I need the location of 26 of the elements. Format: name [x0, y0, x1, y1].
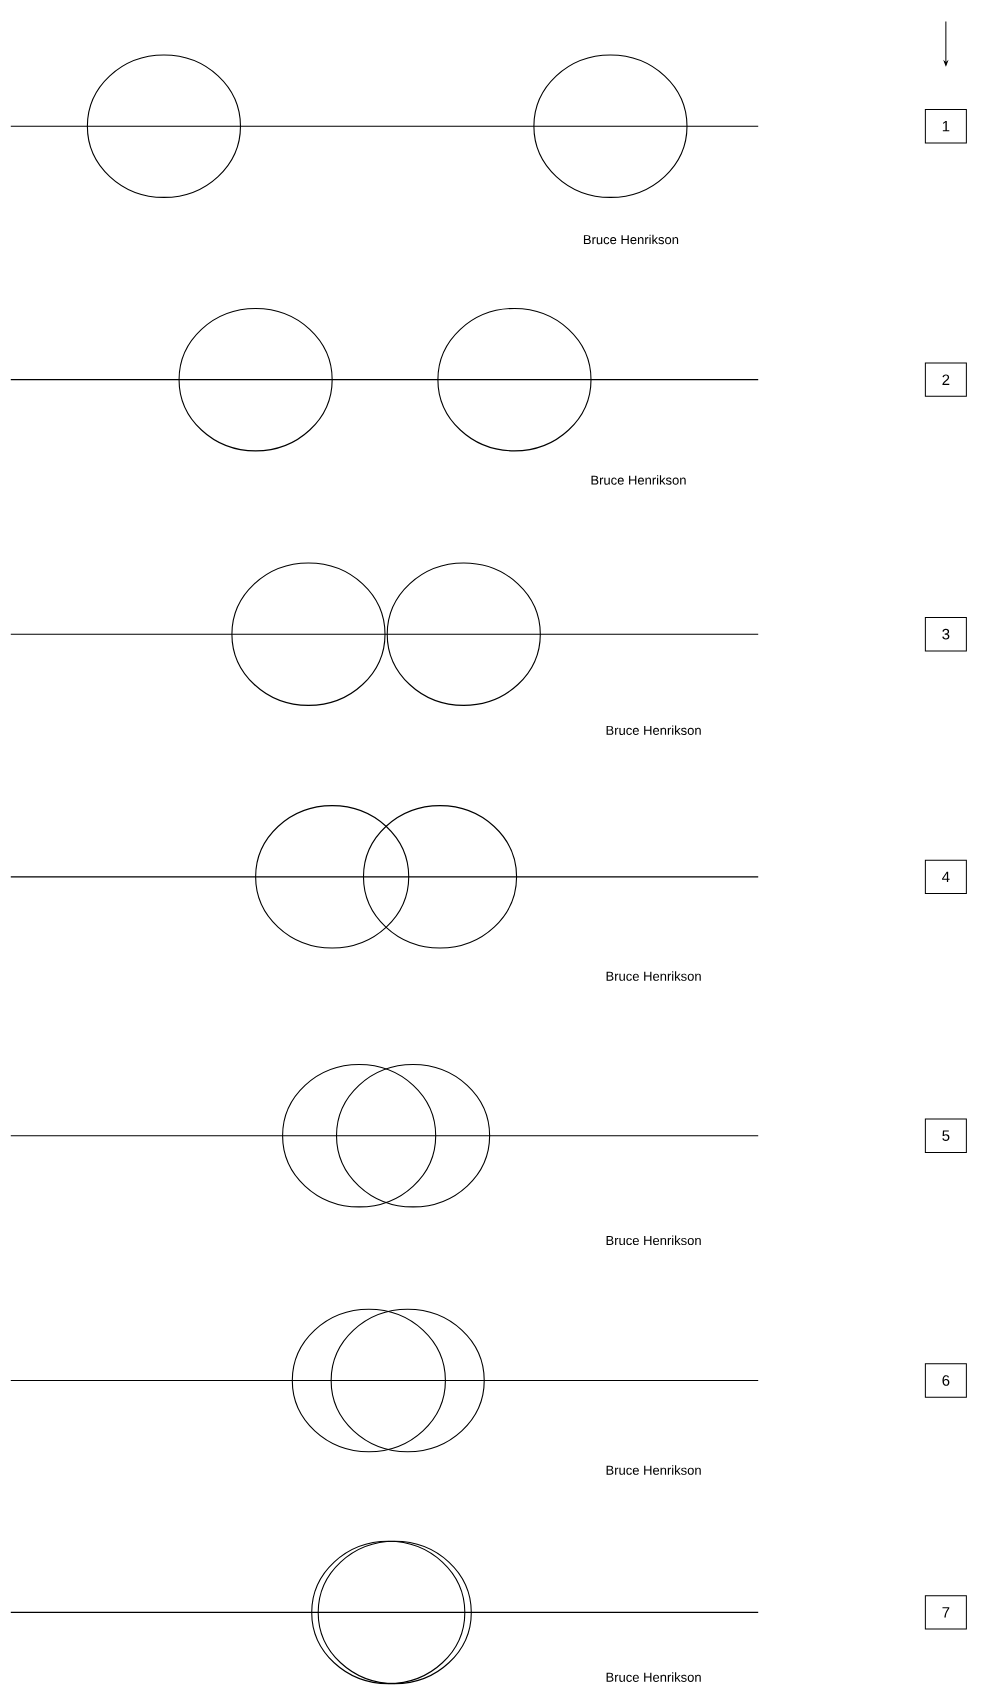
number-box: 6: [924, 1363, 967, 1398]
circle: [386, 562, 541, 706]
circle: [330, 1308, 485, 1453]
name-label: Bruce Henrikson: [606, 1672, 701, 1682]
number-box: 1: [924, 109, 967, 144]
name-label: Bruce Henrikson: [591, 475, 686, 485]
number-box: 7: [924, 1595, 967, 1630]
name-label: Bruce Henrikson: [606, 725, 701, 735]
name-label: Bruce Henrikson: [606, 1465, 701, 1475]
circle: [86, 54, 242, 198]
number-box: 4: [924, 859, 967, 895]
circle: [437, 307, 592, 452]
number-box: 5: [924, 1118, 967, 1153]
name-label: Bruce Henrikson: [606, 1235, 701, 1246]
number-box: 3: [924, 617, 967, 652]
name-label: Bruce Henrikson: [606, 971, 701, 981]
circle: [291, 1308, 446, 1453]
circle: [362, 805, 518, 949]
circle: [335, 1063, 491, 1208]
circle: [282, 1063, 437, 1208]
circle: [231, 562, 386, 706]
number-box: 2: [924, 362, 967, 397]
circle: [178, 307, 333, 452]
name-label: Bruce Henrikson: [583, 234, 679, 245]
circle: [255, 805, 410, 949]
circle: [533, 54, 688, 198]
